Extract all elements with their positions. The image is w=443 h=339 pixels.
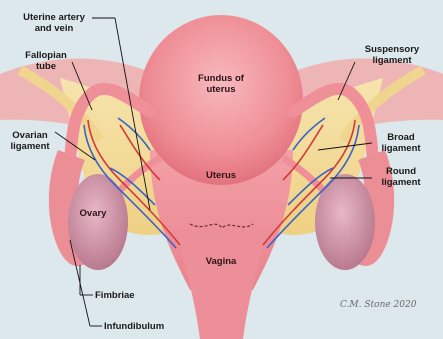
label-vagina: Vagina [196, 256, 246, 267]
label-fallopian-tube: Fallopian tube [20, 50, 72, 72]
label-suspensory-ligament: Suspensory ligament [354, 44, 430, 66]
label-ovarian-ligament: Ovarian ligament [4, 130, 56, 152]
label-round-ligament: Round ligament [373, 166, 429, 188]
label-ovary: Ovary [70, 208, 116, 219]
label-infundibulum: Infundibulum [104, 321, 190, 332]
label-fimbriae: Fimbriae [95, 290, 151, 301]
label-uterine-artery-vein: Uterine artery and vein [12, 12, 96, 34]
label-broad-ligament: Broad ligament [373, 132, 429, 154]
label-uterus: Uterus [196, 170, 246, 181]
fundus-dome [139, 15, 303, 185]
artist-signature: C.M. Stone 2020 [340, 300, 416, 310]
label-fundus: Fundus of uterus [191, 73, 251, 95]
